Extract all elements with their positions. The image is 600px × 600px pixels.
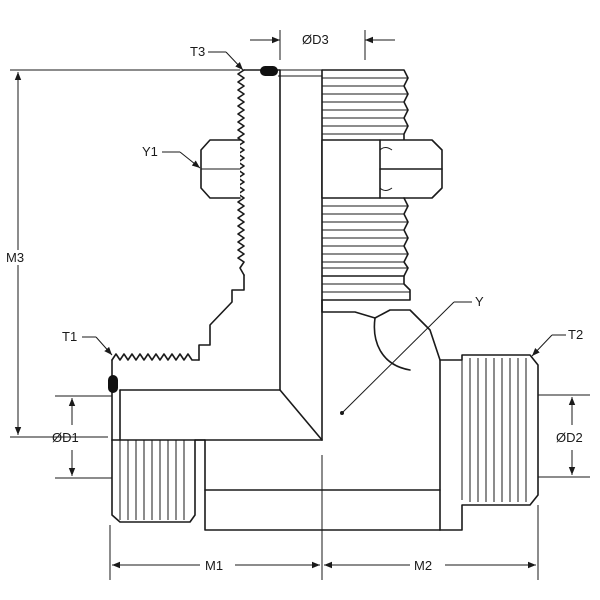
label-y1: Y1 — [142, 144, 158, 159]
t1-thread-profile — [111, 353, 200, 361]
seal-left — [108, 375, 118, 393]
seal-top — [260, 66, 278, 76]
label-m2: M2 — [414, 558, 432, 573]
upper-thread-lower — [403, 197, 409, 277]
t2-thread — [439, 354, 539, 531]
body-shoulder — [321, 299, 441, 531]
body-lower — [204, 439, 441, 531]
label-m1: M1 — [205, 558, 223, 573]
label-y: Y — [475, 294, 484, 309]
label-d1: ØD1 — [52, 430, 79, 445]
label-t3: T3 — [190, 44, 205, 59]
upper-thread-right — [321, 69, 409, 141]
label-t1: T1 — [62, 329, 77, 344]
body-outline-left — [198, 274, 245, 361]
label-d3: ØD3 — [302, 32, 329, 47]
label-t2: T2 — [568, 327, 583, 342]
label-m3: M3 — [6, 250, 24, 265]
lower-left-thread — [111, 439, 196, 523]
label-d2: ØD2 — [556, 430, 583, 445]
